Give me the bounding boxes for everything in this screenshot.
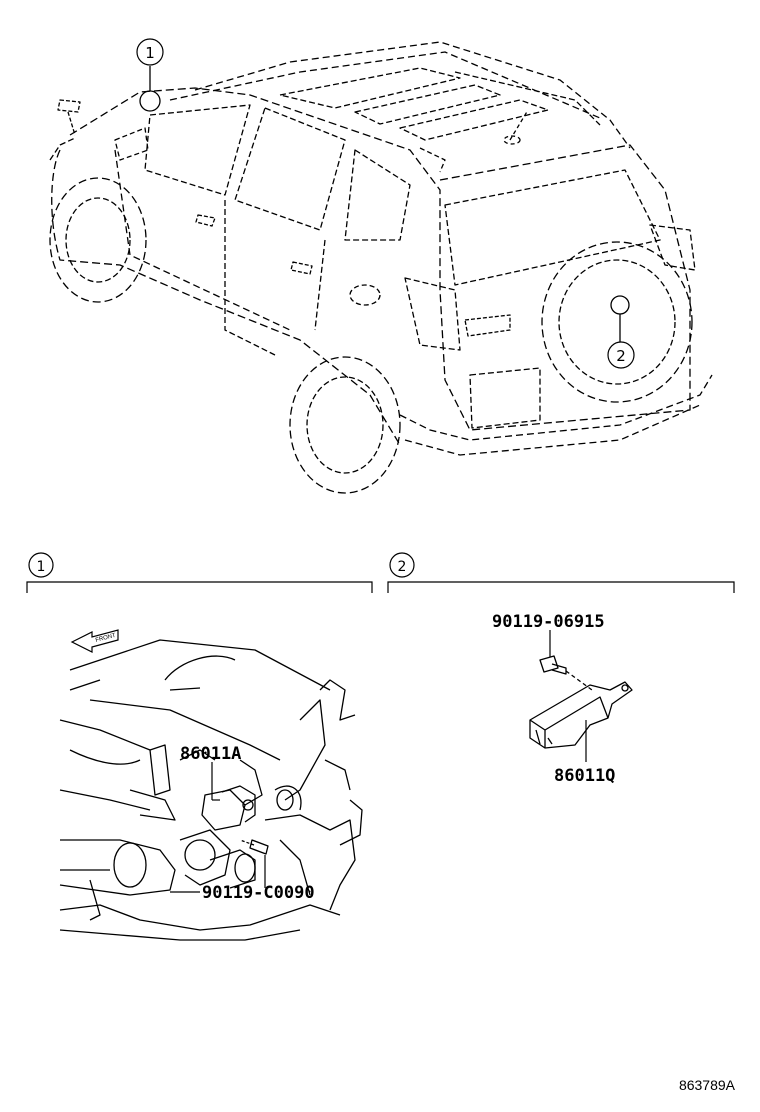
svg-text:2: 2 bbox=[398, 559, 407, 575]
diagram-reference-number: 863789A bbox=[679, 1077, 736, 1093]
svg-text:FRONT: FRONT bbox=[95, 633, 117, 644]
marker-1-circle bbox=[139, 90, 161, 112]
front-arrow: FRONT bbox=[70, 629, 119, 653]
engine-bay-drawing bbox=[59, 639, 363, 941]
marker-2-circle bbox=[610, 295, 630, 315]
section-1-leaders bbox=[170, 762, 266, 893]
part-90119-C0090-label: 90119-C0090 bbox=[202, 883, 315, 903]
bracket-drawing bbox=[529, 655, 633, 749]
callout-2-top: 2 bbox=[607, 341, 635, 369]
svg-text:1: 1 bbox=[37, 559, 46, 575]
section-1-header: 1 bbox=[26, 552, 373, 593]
part-86011Q-label: 86011Q bbox=[554, 766, 615, 786]
position-markers bbox=[139, 66, 630, 342]
section-2-header: 2 bbox=[387, 552, 735, 593]
part-86011A-label: 86011A bbox=[180, 744, 241, 764]
svg-text:2: 2 bbox=[616, 347, 626, 365]
svg-text:1: 1 bbox=[145, 44, 155, 62]
part-90119-06915-label: 90119-06915 bbox=[492, 612, 605, 632]
callout-1-top: 1 bbox=[136, 38, 164, 66]
section-2-leaders bbox=[549, 630, 587, 762]
vehicle-drawing bbox=[49, 41, 713, 494]
